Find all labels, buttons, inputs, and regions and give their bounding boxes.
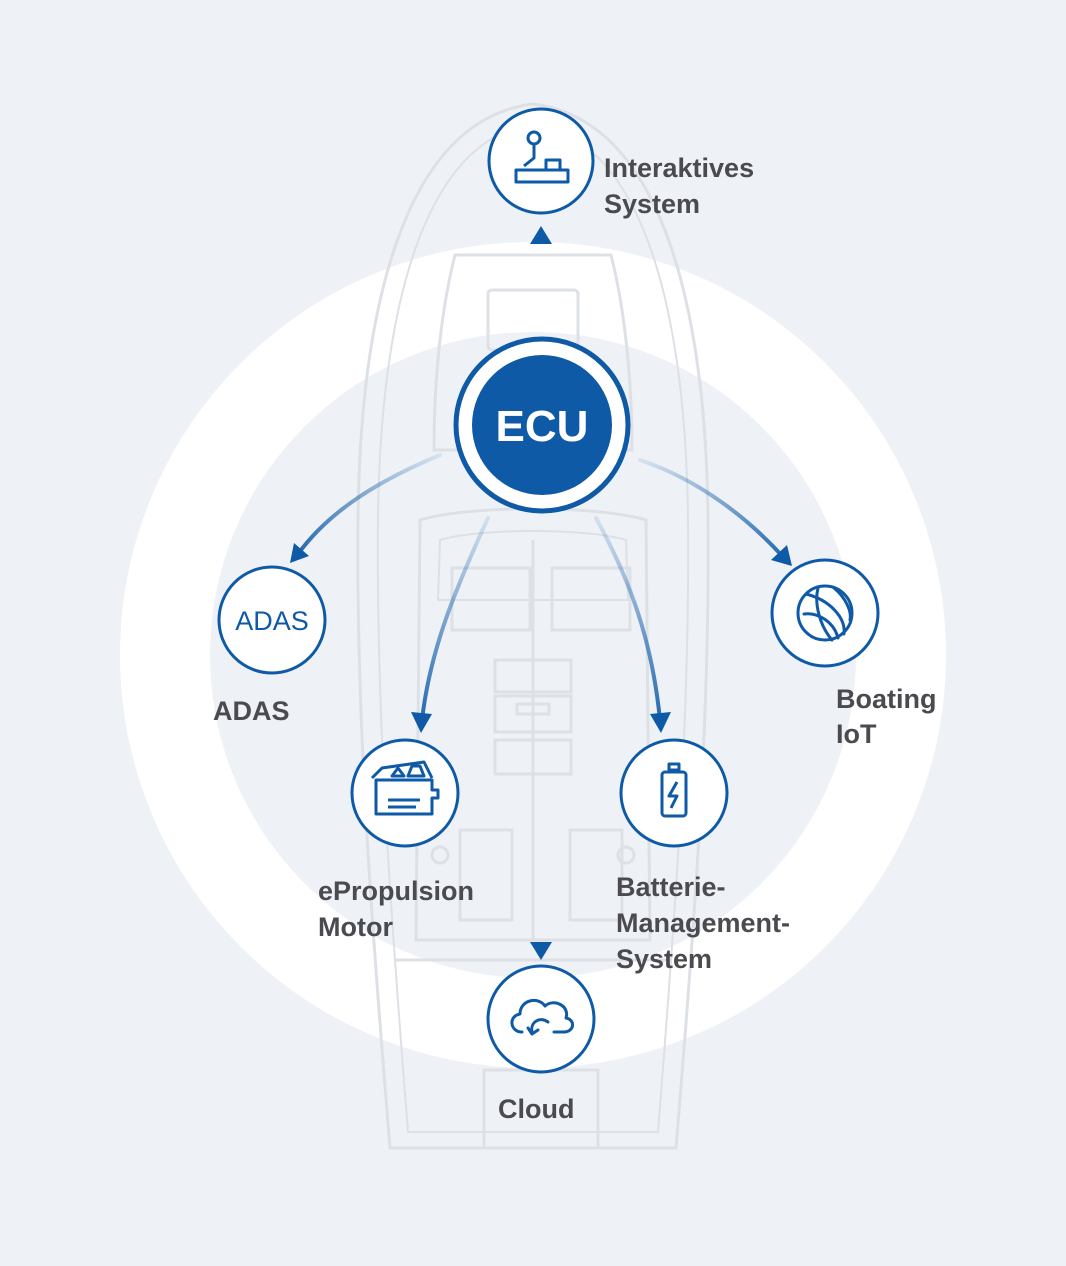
node-interactive: Interaktives System bbox=[487, 107, 754, 219]
arrow-to-iot bbox=[638, 458, 786, 560]
arrowhead-adas bbox=[290, 543, 309, 563]
node-battery: Batterie- Management- System bbox=[616, 738, 790, 974]
iot-label-line1: Boating bbox=[836, 684, 937, 714]
battery-label-line1: Batterie- bbox=[616, 872, 726, 902]
node-epropulsion: ePropulsion Motor bbox=[318, 738, 474, 942]
iot-label-line2: IoT bbox=[836, 719, 877, 749]
ecu-node: ECU bbox=[453, 336, 631, 514]
arrowhead-cloud bbox=[530, 942, 552, 960]
arrowhead-up bbox=[530, 226, 552, 244]
battery-icon bbox=[660, 762, 688, 818]
cloud-label: Cloud bbox=[498, 1094, 574, 1124]
arrow-to-epropulsion bbox=[420, 516, 490, 722]
connectors bbox=[296, 235, 786, 950]
node-cloud: Cloud bbox=[486, 964, 596, 1124]
cloud-icon bbox=[510, 998, 574, 1036]
node-adas: ADAS ADAS bbox=[213, 565, 327, 726]
interactive-label-line2: System bbox=[604, 189, 700, 219]
arrowhead-iot bbox=[771, 545, 792, 566]
arrowhead-epropulsion bbox=[411, 712, 432, 733]
globe-icon bbox=[796, 584, 854, 642]
interactive-label-line1: Interaktives bbox=[604, 153, 754, 183]
battery-label-line3: System bbox=[616, 944, 712, 974]
ecu-label: ECU bbox=[496, 402, 589, 451]
battery-label-line2: Management- bbox=[616, 908, 790, 938]
arrow-to-adas bbox=[296, 453, 442, 556]
epropulsion-label-line1: ePropulsion bbox=[318, 876, 474, 906]
adas-label: ADAS bbox=[213, 696, 290, 726]
epropulsion-label-line2: Motor bbox=[318, 912, 393, 942]
arrowheads bbox=[290, 226, 792, 960]
joystick-icon bbox=[514, 130, 570, 184]
arrowhead-battery bbox=[650, 712, 671, 733]
motor-icon bbox=[370, 760, 440, 816]
arrow-to-battery bbox=[594, 516, 662, 722]
adas-icon-text: ADAS bbox=[235, 606, 309, 636]
node-iot: Boating IoT bbox=[770, 558, 937, 749]
